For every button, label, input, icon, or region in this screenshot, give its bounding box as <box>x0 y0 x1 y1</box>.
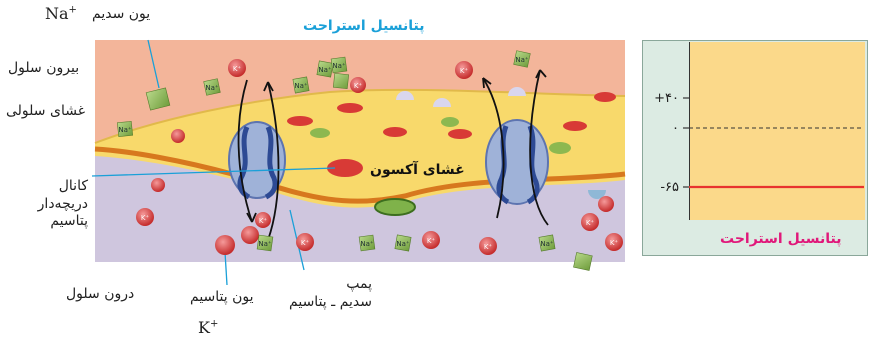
svg-text:K⁺: K⁺ <box>484 243 493 251</box>
y-tick-label: +۴۰ <box>654 91 679 106</box>
svg-text:Na⁺: Na⁺ <box>396 240 410 248</box>
inside-cell-label: درون سلول <box>66 286 134 304</box>
k-charge: + <box>210 319 218 330</box>
y-tick-label: -۶۵ <box>660 180 679 195</box>
na-charge: + <box>69 5 77 16</box>
svg-text:Na⁺: Na⁺ <box>332 62 346 70</box>
channel-line-3: پتاسیم <box>16 213 88 231</box>
na-symbol: Na <box>45 4 69 23</box>
sodium-ion-formula: Na+ <box>45 4 77 23</box>
pump-line-2: سدیم ـ پتاسیم <box>262 294 372 312</box>
pump-line-1: پمپ <box>262 276 372 294</box>
svg-text:Na⁺: Na⁺ <box>118 126 132 134</box>
svg-text:Na⁺: Na⁺ <box>294 82 308 90</box>
svg-text:K⁺: K⁺ <box>427 237 436 245</box>
potassium-ion-formula: K+ <box>198 318 218 337</box>
y-tick-label: ۰ <box>672 121 679 136</box>
pump-label: پمپ سدیم ـ پتاسیم <box>262 276 372 311</box>
svg-text:K⁺: K⁺ <box>233 65 242 73</box>
svg-text:K⁺: K⁺ <box>301 239 310 247</box>
svg-text:Na⁺: Na⁺ <box>360 240 374 248</box>
channel-line-1: کانال <box>16 178 88 196</box>
k-symbol: K <box>198 318 210 337</box>
channel-line-2: دریچه‌دار <box>16 196 88 214</box>
potassium-channel-label: کانال دریچه‌دار پتاسیم <box>16 178 88 231</box>
svg-text:K⁺: K⁺ <box>610 239 619 247</box>
svg-text:K⁺: K⁺ <box>354 82 363 90</box>
svg-text:K⁺: K⁺ <box>141 214 150 222</box>
potassium-ion-label: یون پتاسیم <box>190 289 254 307</box>
svg-text:K⁺: K⁺ <box>586 219 595 227</box>
chart-label: پتانسیل استراحت <box>720 231 842 247</box>
svg-text:Na⁺: Na⁺ <box>515 56 529 64</box>
diagram-title: پتانسیل استراحت <box>303 18 425 34</box>
sodium-ion-text: یون سدیم <box>92 6 150 22</box>
sodium-ion-label: یون سدیم <box>92 3 150 33</box>
svg-text:Na⁺: Na⁺ <box>258 240 272 248</box>
outside-cell-label: بیرون سلول <box>8 60 79 78</box>
membrane-potential-chart: +۴۰ ۰ -۶۵ <box>642 40 868 256</box>
svg-text:Na⁺: Na⁺ <box>205 84 219 92</box>
svg-text:Na⁺: Na⁺ <box>540 240 554 248</box>
svg-text:K⁺: K⁺ <box>460 67 469 75</box>
cell-membrane-label: غشای سلولی <box>6 103 85 121</box>
svg-text:Na⁺: Na⁺ <box>318 66 332 74</box>
svg-text:K⁺: K⁺ <box>259 217 268 225</box>
axon-membrane-label: غشای آکسون <box>370 162 465 178</box>
